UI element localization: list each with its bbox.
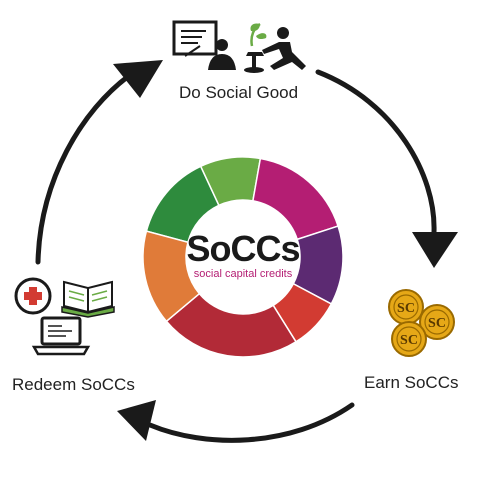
arrowhead-earn xyxy=(412,232,458,268)
coin-text: SC xyxy=(397,301,415,316)
coin-text: SC xyxy=(428,316,446,331)
arrowhead-do-good xyxy=(113,60,163,98)
laptop-icon xyxy=(31,316,91,356)
step-label-redeem-soccs: Redeem SoCCs xyxy=(12,375,135,394)
medical-cross-icon xyxy=(14,277,52,315)
cycle-arc-left xyxy=(35,72,133,265)
cycle-arc-top-right xyxy=(315,69,437,235)
logo-tagline: social capital credits xyxy=(194,268,293,280)
coin: SC xyxy=(388,289,424,325)
planting-icon xyxy=(244,22,306,73)
logo-wordmark: SoCCs xyxy=(186,228,299,269)
step-label-do-social-good: Do Social Good xyxy=(179,83,299,102)
coin: SC xyxy=(419,304,455,340)
coin: SC xyxy=(391,321,427,357)
book-icon xyxy=(61,280,115,318)
coin-text: SC xyxy=(400,333,418,348)
coins-icon: SC SC SC xyxy=(388,289,455,357)
step-label-earn-soccs: Earn SoCCs xyxy=(364,373,459,392)
cycle-arc-bottom xyxy=(147,402,355,443)
arrowhead-redeem xyxy=(117,400,156,441)
ring-center xyxy=(186,200,300,314)
presentation-icon xyxy=(172,20,236,70)
